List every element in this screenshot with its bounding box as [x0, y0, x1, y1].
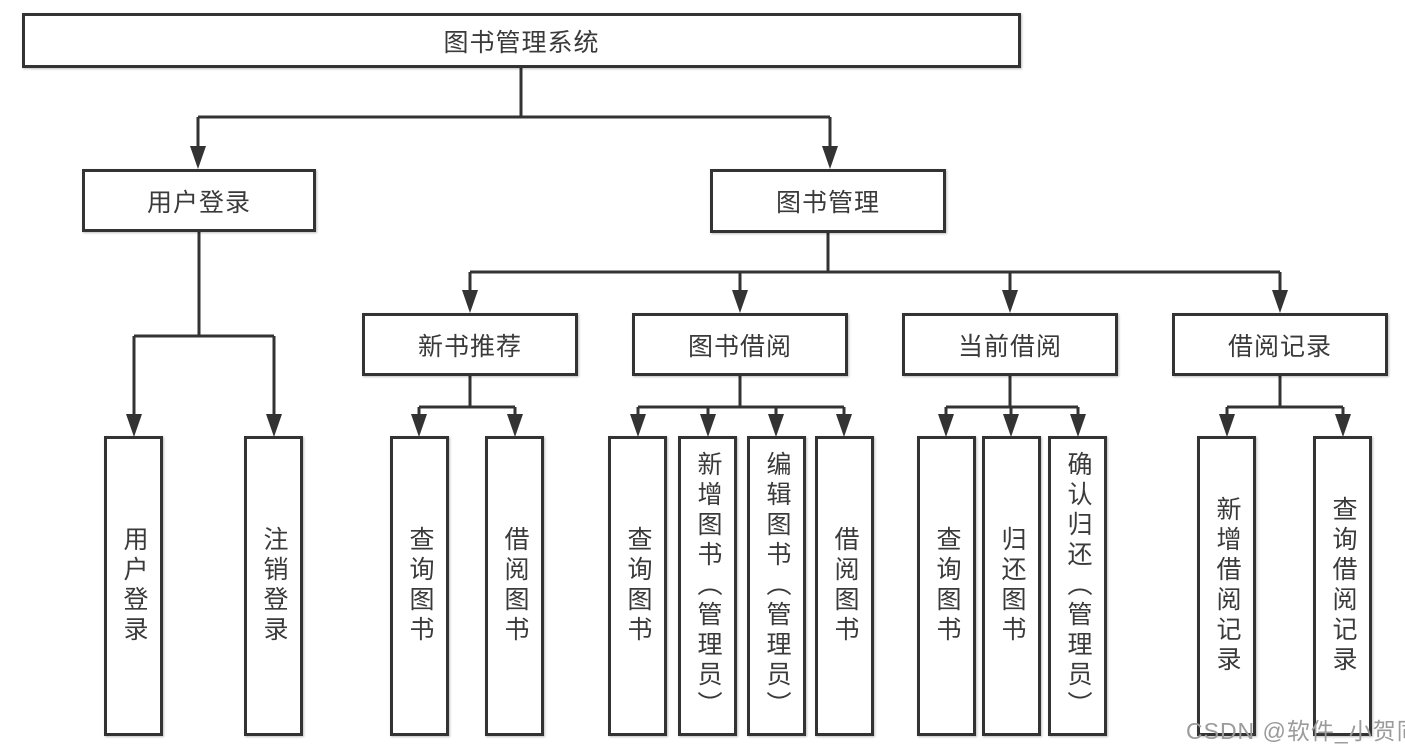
leaf-records-query-record: 查询借阅记录	[1313, 436, 1372, 736]
csdn-watermark: CSDN @软件_小贺同学	[1186, 718, 1405, 744]
leaf-recommend-borrow-books: 借阅图书	[485, 436, 544, 736]
arrowhead-icon	[1070, 414, 1086, 437]
node-user-login: 用户登录	[82, 169, 316, 232]
arrowhead-icon	[700, 414, 716, 437]
arrowhead-icon	[411, 414, 427, 437]
connector-borrow-records	[1225, 376, 1345, 415]
leaf-logout: 注销登录	[244, 436, 303, 736]
leaf-borrowing-borrow-books: 借阅图书	[815, 436, 874, 736]
arrowhead-icon	[836, 414, 852, 437]
leaf-records-add-record: 新增借阅记录	[1197, 436, 1256, 736]
arrowhead-icon	[190, 146, 206, 169]
node-borrow-records: 借阅记录	[1172, 313, 1388, 376]
arrowhead-icon	[462, 290, 478, 313]
leaf-borrowing-add-books-admin: 新增图书（管理员）	[678, 436, 737, 736]
connector-book-mgmt	[468, 233, 1282, 291]
node-new-book-recommend: 新书推荐	[362, 313, 578, 376]
arrowhead-icon	[266, 414, 282, 437]
connector-user-login	[132, 232, 276, 415]
arrowhead-icon	[126, 414, 142, 437]
node-library-management-system: 图书管理系统	[22, 13, 1021, 68]
node-current-borrowing: 当前借阅	[902, 313, 1118, 376]
arrowhead-icon	[768, 414, 784, 437]
arrowhead-icon	[1219, 414, 1235, 437]
arrowhead-icon	[630, 414, 646, 437]
connector-current-borrow	[944, 376, 1080, 415]
leaf-current-confirm-return-admin: 确认归还（管理员）	[1048, 436, 1107, 736]
arrowhead-icon	[507, 414, 523, 437]
leaf-recommend-query-books: 查询图书	[390, 436, 449, 736]
arrowhead-icon	[1272, 290, 1288, 313]
arrowhead-icon	[1003, 414, 1019, 437]
arrowhead-icon	[938, 414, 954, 437]
node-book-borrowing: 图书借阅	[632, 313, 848, 376]
leaf-current-query-books: 查询图书	[917, 436, 976, 736]
arrowhead-icon	[822, 146, 838, 169]
leaf-borrowing-edit-books-admin: 编辑图书（管理员）	[747, 436, 806, 736]
leaf-borrowing-query-books: 查询图书	[608, 436, 667, 736]
arrowhead-icon	[1002, 290, 1018, 313]
connector-new-book	[417, 376, 517, 415]
leaf-user-login: 用户登录	[104, 436, 163, 736]
node-book-management: 图书管理	[710, 169, 946, 233]
connector-root	[196, 68, 832, 147]
leaf-current-return-books: 归还图书	[982, 436, 1041, 736]
connector-book-borrow	[636, 376, 846, 415]
arrowhead-icon	[1335, 414, 1351, 437]
arrowhead-icon	[732, 290, 748, 313]
